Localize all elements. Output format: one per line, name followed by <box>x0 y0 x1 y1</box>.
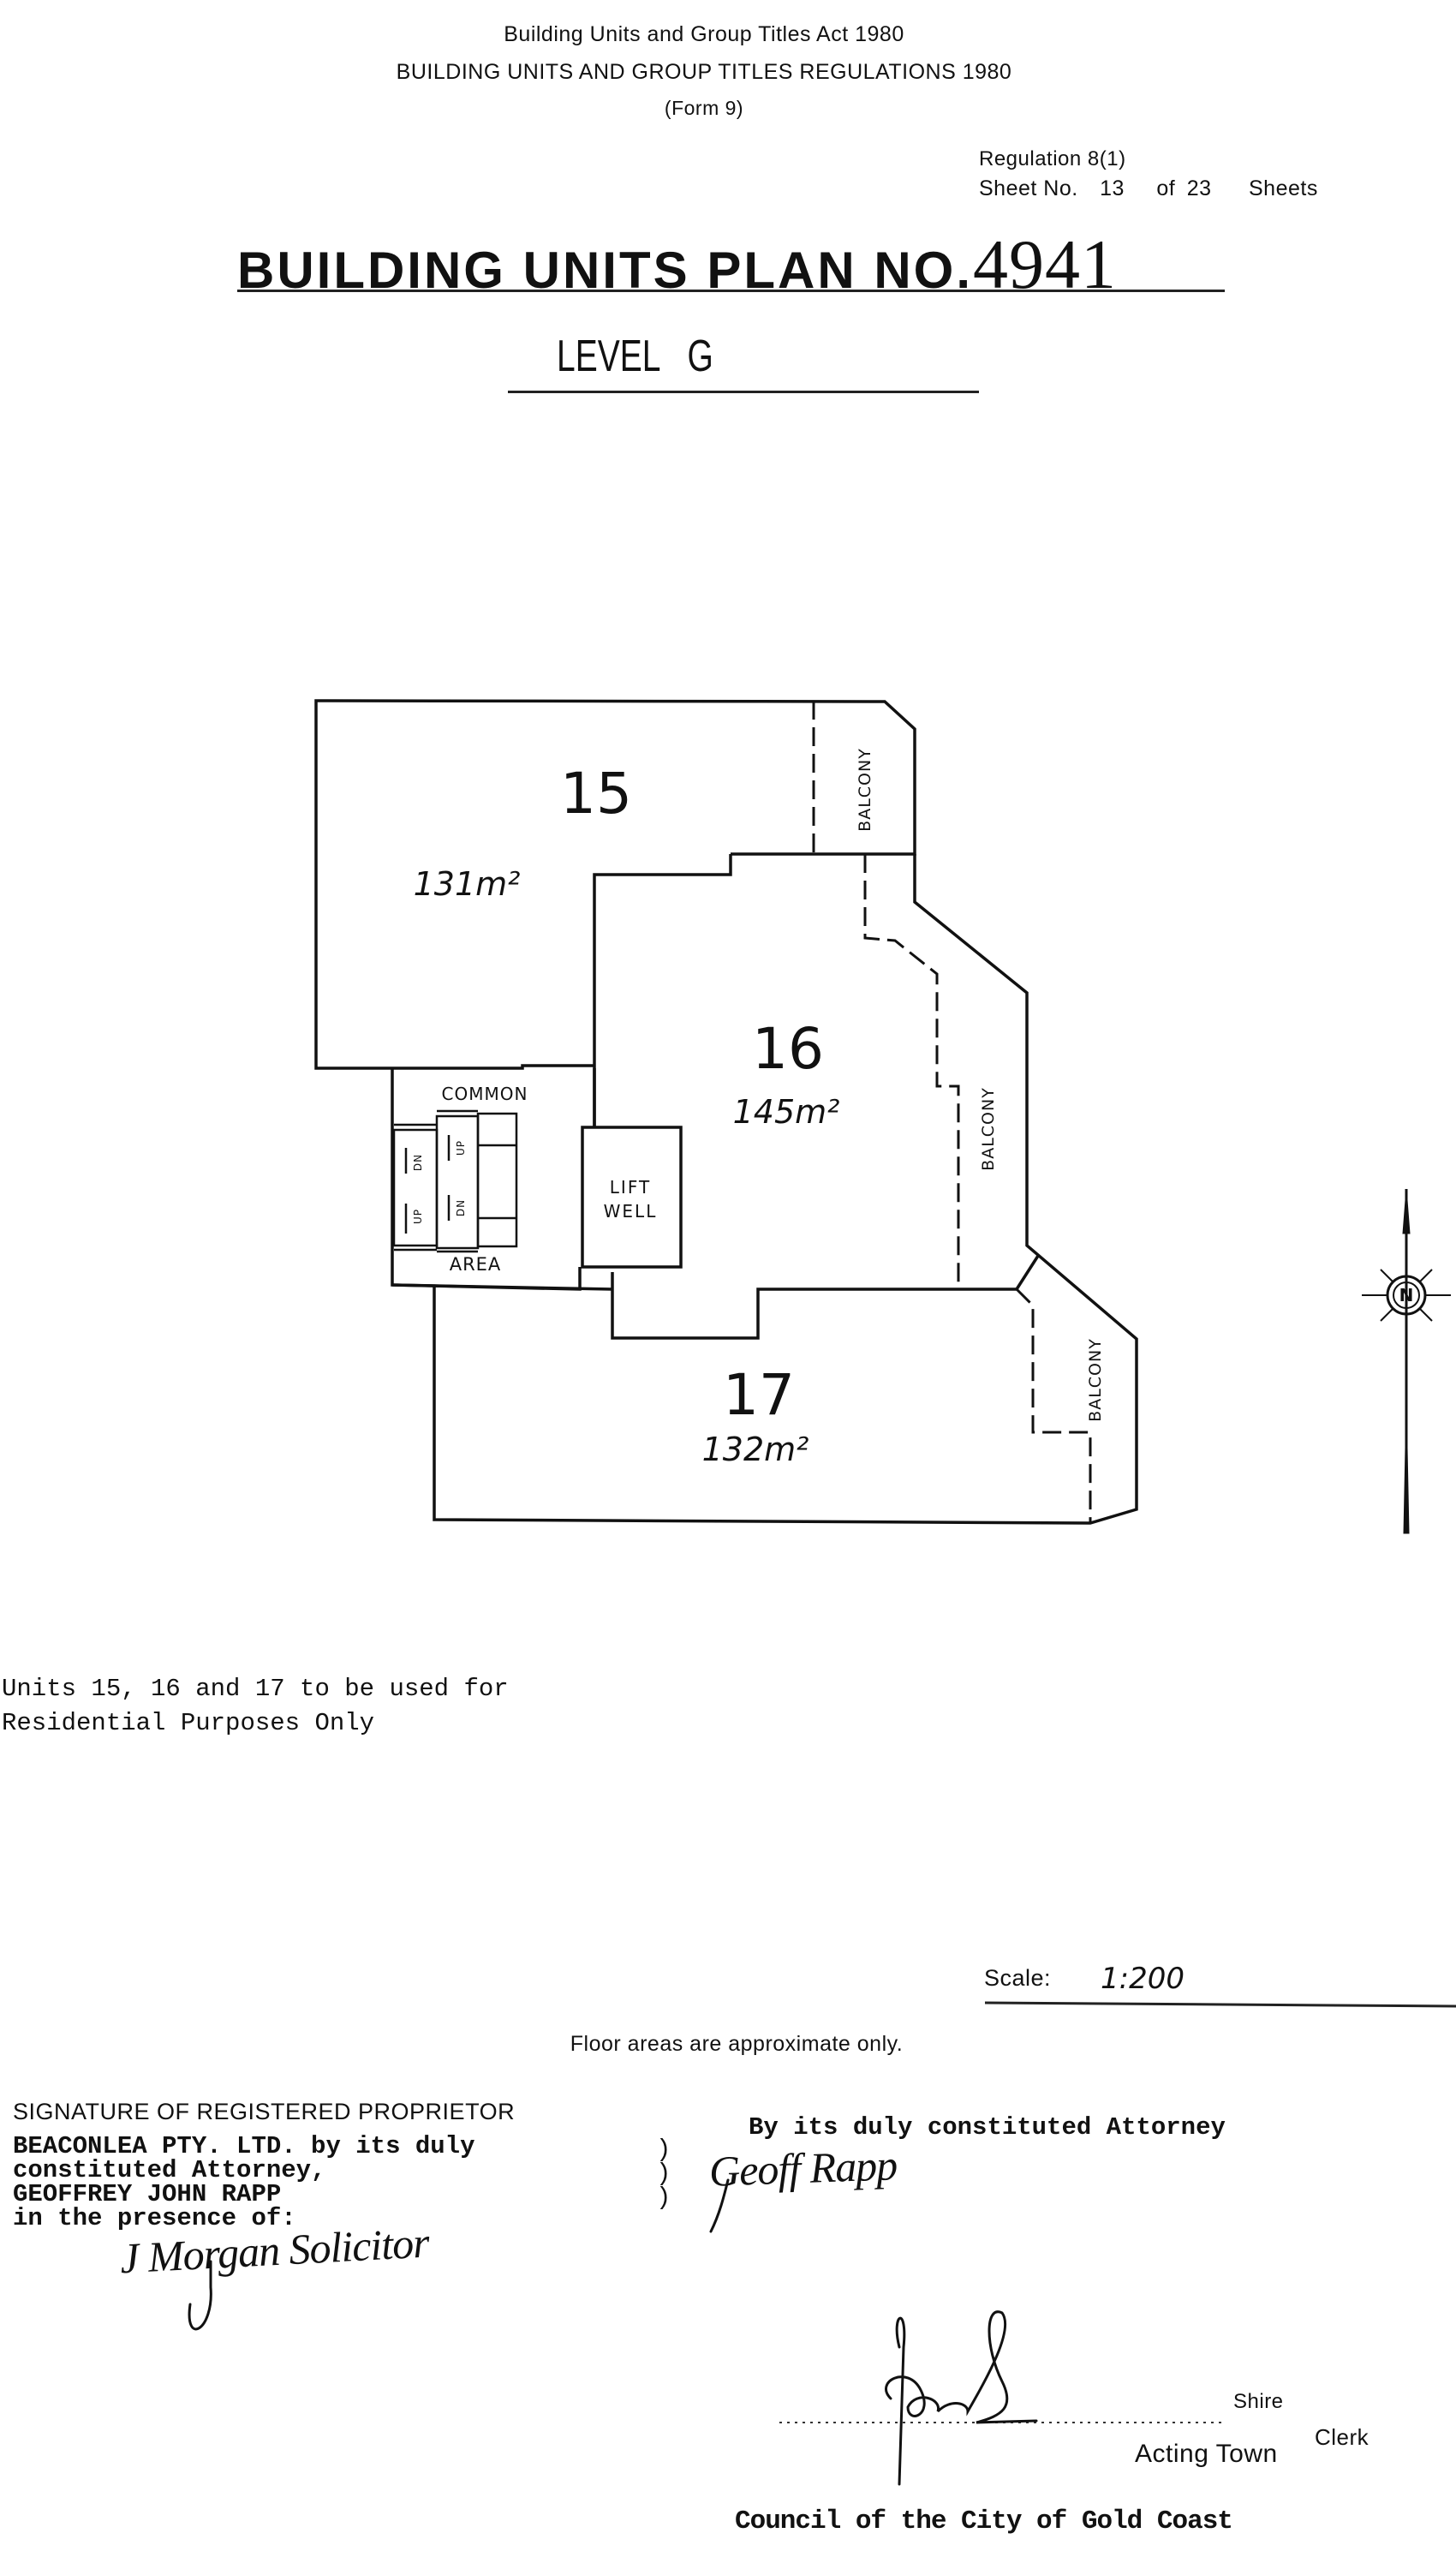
unit-15-area: 131m² <box>413 865 521 903</box>
level-underline <box>508 391 979 393</box>
council-name: Council of the City of Gold Coast <box>735 2506 1233 2536</box>
well-label: WELL <box>603 1201 658 1222</box>
common-label: COMMON <box>441 1084 528 1104</box>
unit-17-number: 17 <box>723 1362 795 1428</box>
balcony-17-label: BALCONY <box>1086 1338 1105 1422</box>
stair-dn-label: DN <box>412 1153 424 1172</box>
sheets-label: Sheets <box>1248 176 1318 200</box>
proprietor-line3: GEOFFREY JOHN RAPP <box>13 2180 282 2208</box>
unit-16-number: 16 <box>752 1016 824 1082</box>
unit-17-top-line <box>391 1283 613 1291</box>
balcony-16-line <box>863 854 960 1289</box>
brackets: ) ) ) <box>656 2136 671 2212</box>
unit-15-number: 15 <box>560 761 632 827</box>
attorney-signature: Geoff Rapp <box>708 2141 898 2196</box>
unit-17-area: 132m² <box>701 1431 809 1468</box>
sheet-number: Sheet No. 13 of 23 Sheets <box>979 176 1318 201</box>
stair-dn-label-2: DN <box>455 1198 467 1217</box>
acting-town-label: Acting Town <box>1135 2440 1278 2468</box>
area-label: AREA <box>449 1254 502 1275</box>
shire-label: Shire <box>1233 2390 1284 2413</box>
title-text: BUILDING UNITS PLAN NO. <box>237 242 973 299</box>
page-title: BUILDING UNITS PLAN NO.4941 <box>237 224 1117 305</box>
proprietor-line1: BEACONLEA PTY. LTD. by its duly <box>13 2132 475 2160</box>
proprietor-line4: in the presence of: <box>13 2204 296 2232</box>
attorney-text: By its duly constituted Attorney <box>749 2113 1226 2142</box>
unit-16-area: 145m² <box>732 1093 840 1131</box>
proprietor-line2: constituted Attorney, <box>13 2156 326 2184</box>
sheet-label: Sheet No. <box>979 176 1078 200</box>
stair-up-label: UP <box>412 1208 424 1225</box>
level-label: LEVEL G <box>557 332 713 381</box>
lift-label: LIFT <box>609 1177 652 1198</box>
scale-value: 1:200 <box>1101 1962 1184 1996</box>
stair-up-label-2: UP <box>455 1139 467 1156</box>
use-note-line2: Residential Purposes Only <box>2 1709 375 1737</box>
clerk-label: Clerk <box>1315 2424 1369 2450</box>
sheet-total: 23 <box>1186 176 1212 200</box>
regulation-ref: Regulation 8(1) <box>979 147 1126 170</box>
scale-label: Scale: <box>984 1965 1052 1991</box>
scale-underline <box>984 2001 1456 2008</box>
unit-16-inner <box>593 854 732 1127</box>
balcony-15-label: BALCONY <box>856 748 874 832</box>
north-arrow <box>1362 1188 1451 1534</box>
balcony-17-line <box>1015 1287 1092 1523</box>
unit-16-bottom <box>611 1272 1017 1340</box>
regulations-title: BUILDING UNITS AND GROUP TITLES REGULATI… <box>396 60 1012 84</box>
signature-heading: SIGNATURE OF REGISTERED PROPRIETOR <box>13 2099 516 2124</box>
form-number: (Form 9) <box>664 97 744 119</box>
unit-15-boundary <box>314 699 916 1070</box>
use-note-line1: Units 15, 16 and 17 to be used for <box>2 1675 509 1703</box>
floor-area-note: Floor areas are approximate only. <box>570 2032 904 2056</box>
north-label: N <box>1399 1285 1414 1305</box>
balcony-16-label: BALCONY <box>979 1087 998 1171</box>
council-signature <box>885 2310 1038 2486</box>
title-underline <box>237 290 1225 292</box>
sheet-no-value: 13 <box>1100 176 1125 200</box>
balcony-17-chamfer <box>1015 1255 1040 1290</box>
of-label: of <box>1156 176 1176 200</box>
stairs <box>392 1109 518 1253</box>
act-title: Building Units and Group Titles Act 1980 <box>504 22 904 46</box>
